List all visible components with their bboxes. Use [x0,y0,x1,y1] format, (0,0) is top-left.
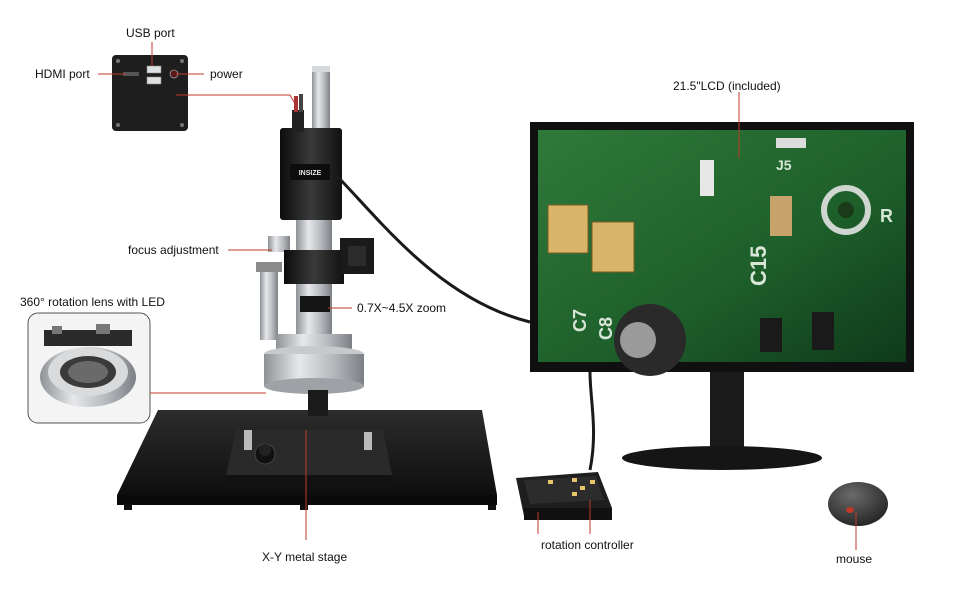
leader-lines [98,42,857,550]
pcb-marking: C7 [570,309,590,332]
usb-port-icon [146,65,162,74]
rotation-controller-box [516,472,612,520]
mouse-device [828,482,888,526]
hdmi-port-label: HDMI port [35,67,90,81]
rotation-lens-inset [27,312,151,424]
lcd-monitor: C15 C7 C8 R J5 [530,122,914,470]
pcb-marking: C8 [596,317,616,340]
camera-body: INSIZE [280,94,342,220]
pcb-marking: R [880,206,893,226]
rotation-controller-label: rotation controller [541,538,634,552]
camera-rear-panel [112,55,188,131]
usb-port-label: USB port [126,26,175,40]
focus-adjustment-label: focus adjustment [128,243,219,257]
pcb-marking: C15 [746,246,771,286]
stage-label: X-Y metal stage [262,550,348,564]
cable [334,173,531,324]
camera-brand-logo: INSIZE [299,170,322,177]
cable [588,371,596,471]
zoom-label: 0.7X~4.5X zoom [357,301,447,315]
pcb-marking: J5 [776,157,792,173]
lcd-label: 21.5"LCD (included) [673,79,781,93]
led-ring-head [264,334,364,416]
power-label: power [210,67,243,81]
xy-stage [226,430,392,485]
rotation-lens-label: 360° rotation lens with LED [20,295,165,309]
mouse-label: mouse [836,552,873,566]
microscope: INSIZE [117,66,497,510]
hdmi-port-icon [123,72,139,76]
